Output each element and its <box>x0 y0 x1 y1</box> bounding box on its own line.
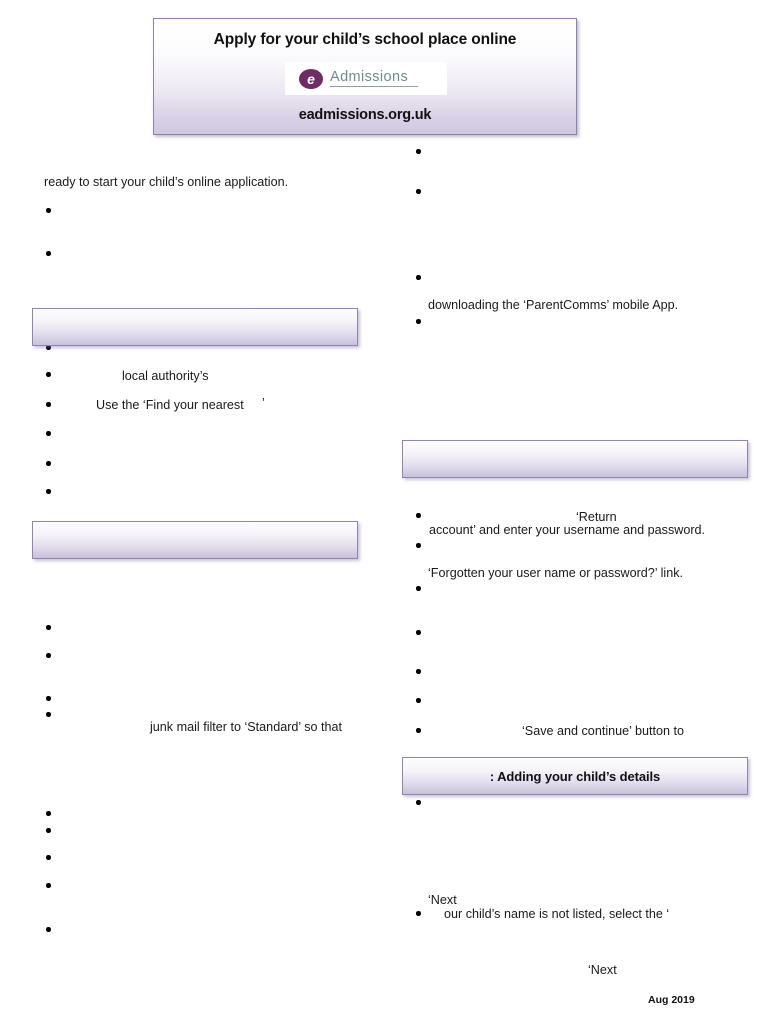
list-item-bullet <box>46 461 51 466</box>
list-item-bullet <box>46 625 51 630</box>
section-banner <box>32 521 358 559</box>
list-item-bullet <box>416 513 421 518</box>
body-text-fragment: Use the ‘Find your nearest <box>96 398 244 412</box>
list-item-bullet <box>416 911 421 916</box>
list-item-bullet <box>46 653 51 658</box>
body-text-fragment: ’ <box>262 396 265 410</box>
date-stamp: Aug 2019 <box>648 994 695 1006</box>
body-text-fragment: ‘Forgotten your user name or password?’ … <box>428 566 684 580</box>
body-text-fragment: ‘Next <box>428 893 457 907</box>
list-item-bullet <box>416 275 421 280</box>
list-item-bullet <box>46 883 51 888</box>
list-item-bullet <box>416 800 421 805</box>
body-text-fragment: ‘Return <box>576 510 617 524</box>
list-item-bullet <box>46 927 51 932</box>
body-text-fragment: ready to start your child’s online appli… <box>44 175 289 189</box>
section-banner <box>32 308 358 346</box>
page-title: Apply for your child’s school place onli… <box>213 31 517 48</box>
list-item-bullet <box>46 345 51 350</box>
section-banner <box>402 440 748 478</box>
logo-wordmark: Admissions <box>330 69 419 88</box>
list-item-bullet <box>416 698 421 703</box>
list-item-bullet <box>46 251 51 256</box>
list-item-bullet <box>46 828 51 833</box>
website-url: eadmissions.org.uk <box>298 107 432 123</box>
logo-e-icon: e <box>299 68 323 89</box>
body-text-fragment: account’ and enter your username and pas… <box>429 523 706 537</box>
list-item-bullet <box>416 669 421 674</box>
body-text-fragment: ‘Save and continue’ button to <box>522 724 684 738</box>
list-item-bullet <box>416 728 421 733</box>
list-item-bullet <box>416 543 421 548</box>
header-banner: Apply for your child’s school place onli… <box>153 18 577 135</box>
list-item-bullet <box>46 208 51 213</box>
list-item-bullet <box>416 586 421 591</box>
list-item-bullet <box>416 149 421 154</box>
section-banner: : Adding your child’s details <box>402 757 748 795</box>
list-item-bullet <box>46 402 51 407</box>
list-item-bullet <box>46 372 51 377</box>
body-text-fragment: our child’s name is not listed, select t… <box>444 907 670 921</box>
list-item-bullet <box>416 630 421 635</box>
list-item-bullet <box>416 319 421 324</box>
body-text-fragment: downloading the ‘ParentComms’ mobile App… <box>428 298 679 312</box>
list-item-bullet <box>46 489 51 494</box>
body-text-fragment: local authority’s <box>122 369 209 383</box>
list-item-bullet <box>46 712 51 717</box>
list-item-bullet <box>46 811 51 816</box>
section-banner-label: : Adding your child’s details <box>489 768 661 784</box>
eadmissions-logo: e Admissions <box>285 62 447 95</box>
list-item-bullet <box>46 696 51 701</box>
body-text-fragment: junk mail filter to ‘Standard’ so that <box>150 720 343 734</box>
list-item-bullet <box>416 189 421 194</box>
body-text-fragment: ‘Next <box>588 963 617 977</box>
list-item-bullet <box>46 855 51 860</box>
list-item-bullet <box>46 431 51 436</box>
